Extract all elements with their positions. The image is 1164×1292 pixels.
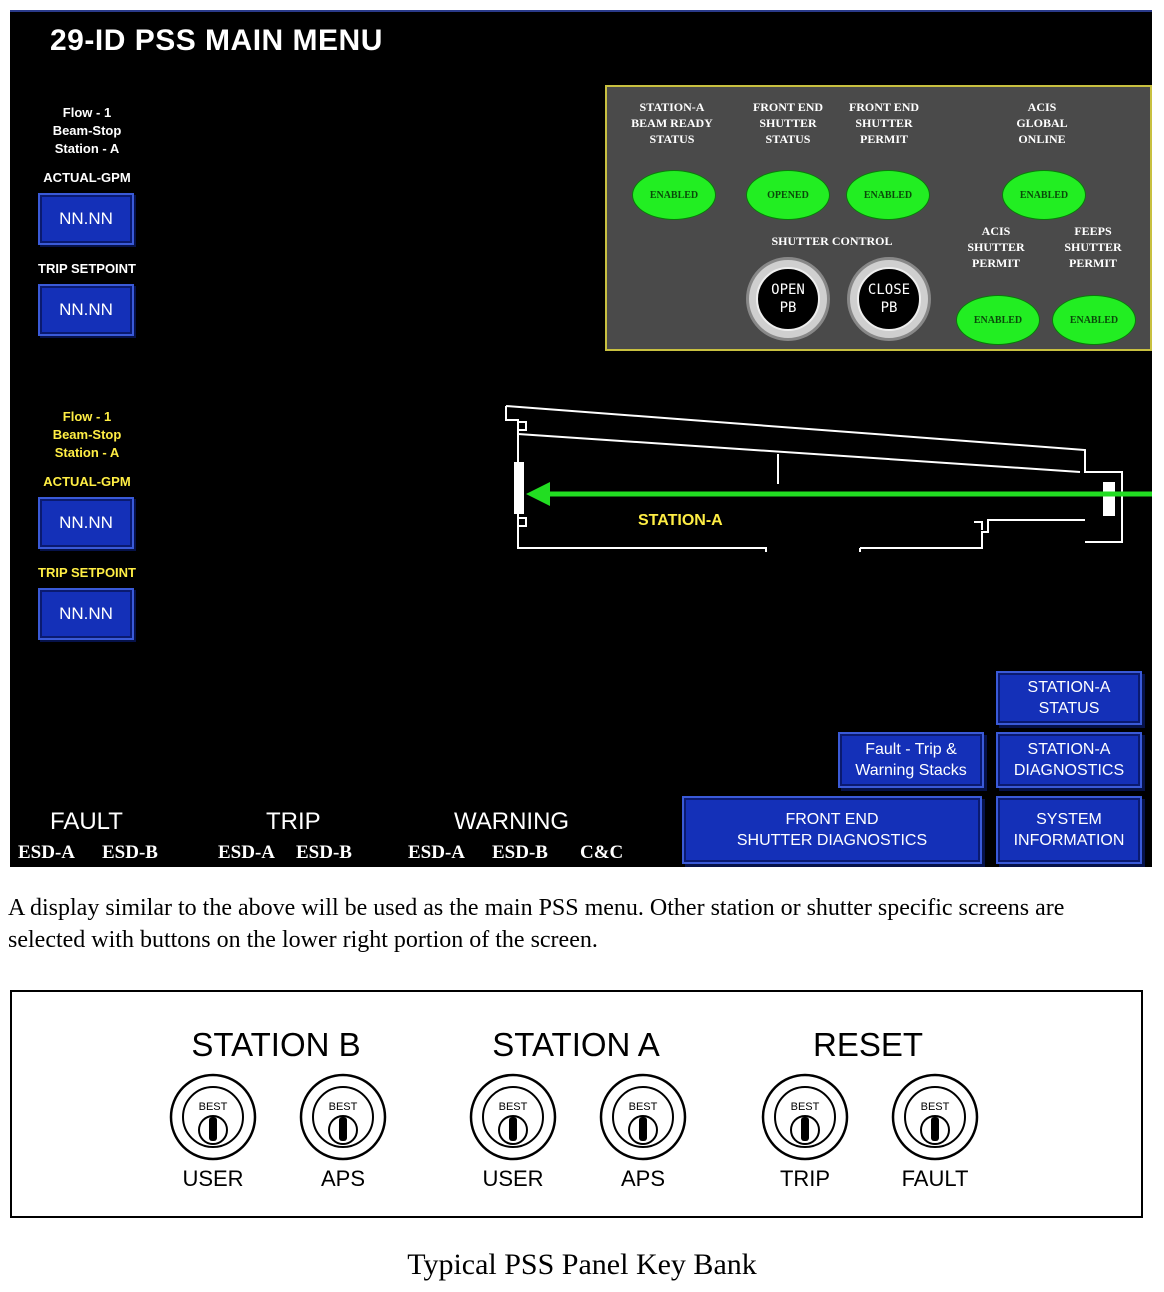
button-label-line1: STATION-A xyxy=(1027,741,1111,758)
close-shutter-button[interactable]: CLOSE PB xyxy=(847,257,931,341)
button-label-line2: STATUS xyxy=(1038,700,1100,717)
key-switch-label: USER xyxy=(482,1166,544,1191)
front-end-shutter-diagnostics-button[interactable]: FRONT END SHUTTER DIAGNOSTICS xyxy=(682,796,982,864)
trip-setpoint-value: NN.NN xyxy=(38,284,134,336)
open-pb-line2: PB xyxy=(779,300,797,316)
system-information-button[interactable]: SYSTEM INFORMATION xyxy=(996,796,1142,864)
trip-setpoint-label: TRIP SETPOINT xyxy=(38,261,136,276)
flow-label-line2: Beam-Stop xyxy=(52,123,122,138)
open-shutter-button[interactable]: OPEN PB xyxy=(746,257,830,341)
button-label-line1: Fault - Trip & xyxy=(865,741,957,758)
station-a-status-button[interactable]: STATION-A STATUS xyxy=(996,671,1142,725)
flow-label-line1: Flow - 1 xyxy=(62,105,112,120)
flow-label-line2: Beam-Stop xyxy=(52,427,122,442)
figure-caption: Typical PSS Panel Key Bank xyxy=(407,1248,757,1281)
fault-stack-label: FAULT xyxy=(50,808,123,835)
station-a-diagram xyxy=(505,405,1152,552)
warning-esd-a[interactable]: ESD-A xyxy=(408,842,466,863)
warning-cc[interactable]: C&C xyxy=(580,842,624,863)
key-switch-icon[interactable]: BEST xyxy=(298,1072,388,1162)
key-switch-icon[interactable]: BEST xyxy=(890,1072,980,1162)
actual-gpm-value: NN.NN xyxy=(38,193,134,245)
station-a-label: STATION-A xyxy=(638,512,723,529)
close-pb-line2: PB xyxy=(880,300,898,316)
fault-esd-a[interactable]: ESD-A xyxy=(18,842,76,863)
beam-stop-block xyxy=(514,462,524,514)
flow-panel-1: Flow - 1 Beam-Stop Station - A ACTUAL-GP… xyxy=(12,104,162,336)
actual-gpm-label: ACTUAL-GPM xyxy=(43,474,131,489)
button-label-line2: DIAGNOSTICS xyxy=(1013,762,1125,779)
trip-stack-label: TRIP xyxy=(266,808,321,835)
key-switch-icon[interactable]: BEST xyxy=(168,1072,258,1162)
key-group-title-station-b: STATION B xyxy=(191,1026,361,1063)
button-label-line1: FRONT END xyxy=(785,811,879,828)
trip-setpoint-label: TRIP SETPOINT xyxy=(38,565,136,580)
key-switch-icon[interactable]: BEST xyxy=(468,1072,558,1162)
button-label-line2: INFORMATION xyxy=(1013,832,1125,849)
open-pb-line1: OPEN xyxy=(771,282,805,298)
key-switch-icon[interactable]: BEST xyxy=(598,1072,688,1162)
key-brand-label: BEST xyxy=(499,1101,528,1113)
trip-esd-a[interactable]: ESD-A xyxy=(218,842,276,863)
status-led-acis-shutter-permit: ENABLED xyxy=(956,295,1040,345)
key-switch-label: APS xyxy=(320,1166,366,1191)
key-switch-label: USER xyxy=(182,1166,244,1191)
status-led-station-a-beam-ready: ENABLED xyxy=(632,170,716,220)
key-switch-label: TRIP xyxy=(779,1166,831,1191)
flow-label-line3: Station - A xyxy=(54,445,120,460)
key-switch-icon[interactable]: BEST xyxy=(760,1072,850,1162)
screen-caption: A display similar to the above will be u… xyxy=(8,895,1065,953)
status-led-feeps-shutter-permit: ENABLED xyxy=(1052,295,1136,345)
shutter-block xyxy=(1103,482,1115,516)
key-brand-label: BEST xyxy=(791,1101,820,1113)
pss-main-menu-screen: 29-ID PSS MAIN MENU Flow - 1 Beam-Stop S… xyxy=(10,10,1152,867)
station-a-diagnostics-button[interactable]: STATION-A DIAGNOSTICS xyxy=(996,732,1142,788)
key-switch-label: FAULT xyxy=(901,1166,969,1191)
close-pb-line1: CLOSE xyxy=(867,282,911,298)
button-label-line1: STATION-A xyxy=(1027,679,1111,696)
actual-gpm-value: NN.NN xyxy=(38,497,134,549)
status-led-acis-global-online: ENABLED xyxy=(1002,170,1086,220)
fault-esd-b[interactable]: ESD-B xyxy=(102,842,158,863)
page-title: 29-ID PSS MAIN MENU xyxy=(50,24,383,57)
trip-esd-b[interactable]: ESD-B xyxy=(296,842,352,863)
warning-stack-label: WARNING xyxy=(454,808,570,835)
key-switch-label: APS xyxy=(620,1166,666,1191)
key-bank-panel: STATION B STATION A RESET BEST USER BEST AP… xyxy=(10,990,1143,1218)
beam-arrow-icon xyxy=(526,482,550,506)
button-label-line1: SYSTEM xyxy=(1036,811,1102,828)
button-label-line2: SHUTTER DIAGNOSTICS xyxy=(736,832,928,849)
key-brand-label: BEST xyxy=(629,1101,658,1113)
key-group-title-reset: RESET xyxy=(812,1026,924,1063)
actual-gpm-label: ACTUAL-GPM xyxy=(43,170,131,185)
flow-label-line3: Station - A xyxy=(54,141,120,156)
status-led-fe-shutter-permit: ENABLED xyxy=(846,170,930,220)
warning-esd-b[interactable]: ESD-B xyxy=(492,842,548,863)
trip-setpoint-value: NN.NN xyxy=(38,588,134,640)
button-label-line2: Warning Stacks xyxy=(855,762,967,779)
flow-label-line1: Flow - 1 xyxy=(62,409,112,424)
key-brand-label: BEST xyxy=(199,1101,228,1113)
key-brand-label: BEST xyxy=(329,1101,358,1113)
hutch-outline xyxy=(505,405,1123,552)
fault-trip-warning-stacks-button[interactable]: Fault - Trip & Warning Stacks xyxy=(838,732,984,788)
status-led-fe-shutter-status: OPENED xyxy=(746,170,830,220)
key-brand-label: BEST xyxy=(921,1101,950,1113)
flow-panel-2: Flow - 1 Beam-Stop Station - A ACTUAL-GP… xyxy=(12,408,162,640)
shutter-control-label: SHUTTER CONTROL xyxy=(771,234,893,248)
key-group-title-station-a: STATION A xyxy=(492,1026,660,1063)
